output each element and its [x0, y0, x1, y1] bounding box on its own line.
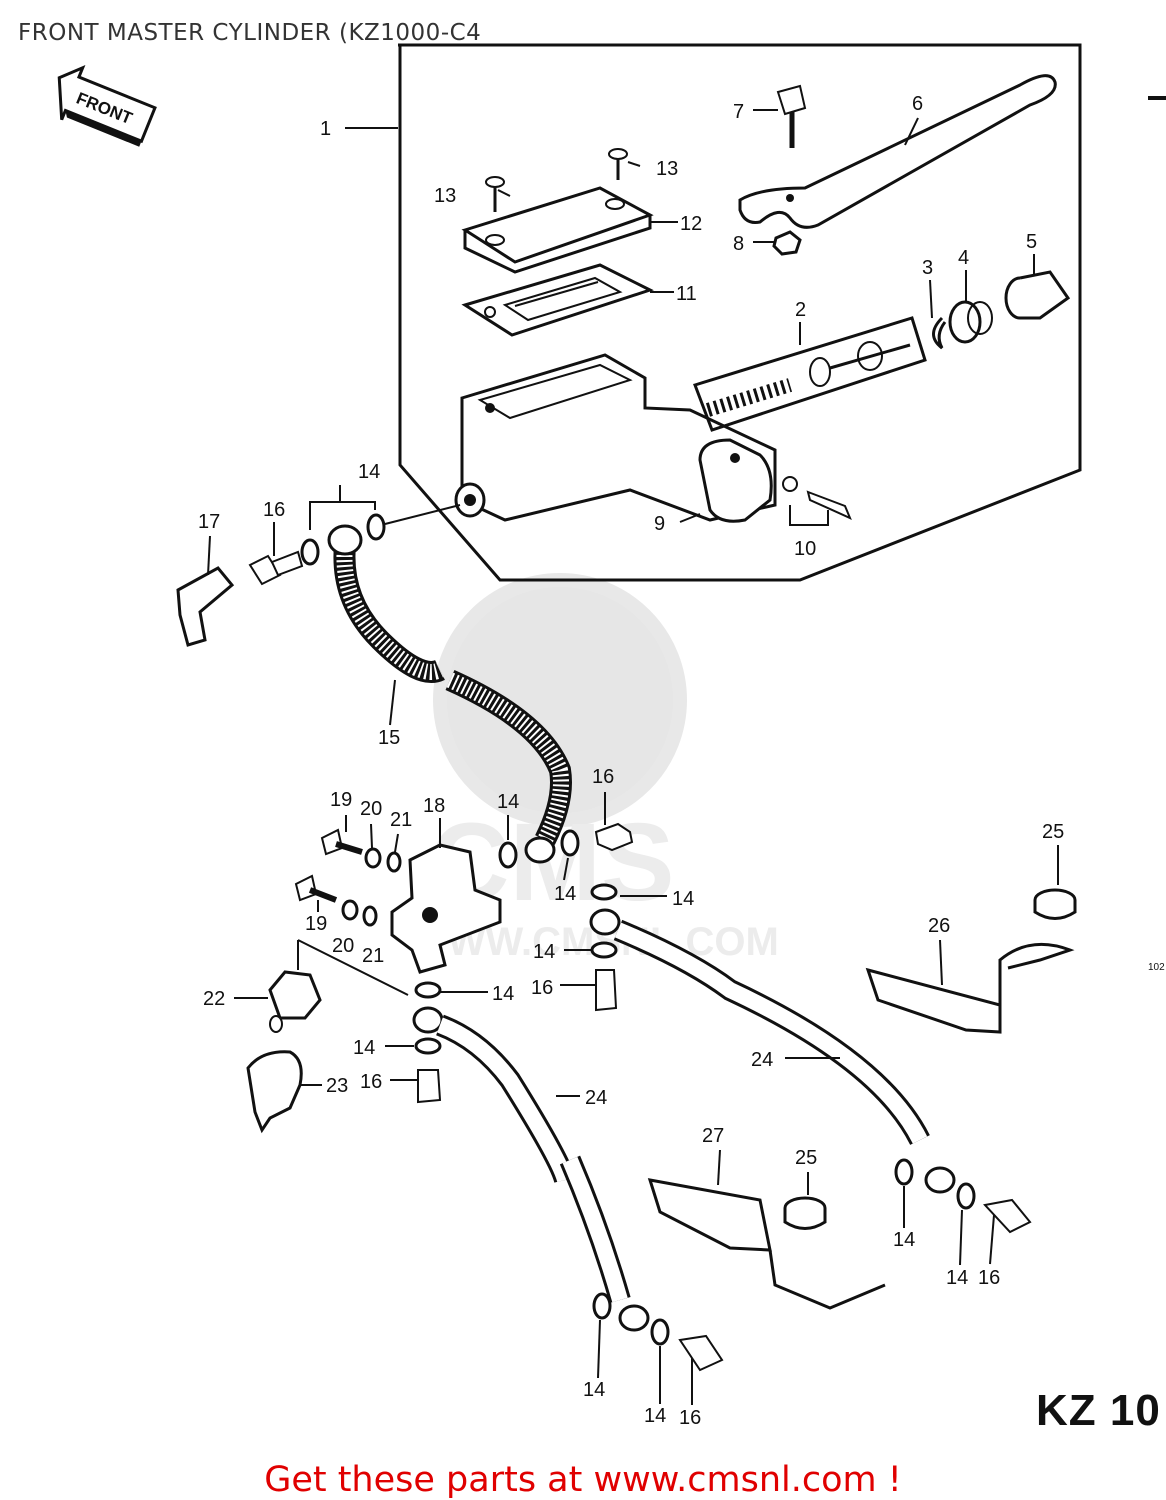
- callout-7: 7: [733, 101, 744, 123]
- callout-24: 24: [585, 1087, 607, 1109]
- callout-13: 13: [434, 185, 456, 207]
- pivot-nut: [772, 230, 802, 256]
- banjo-bolt: [248, 550, 304, 586]
- hose-bracket: [865, 942, 1075, 1034]
- callout-16: 16: [592, 766, 614, 788]
- callout-14: 14: [672, 888, 694, 910]
- callout-8: 8: [733, 233, 744, 255]
- sealing-washer: [300, 538, 320, 566]
- banjo-bolt: [983, 1198, 1032, 1234]
- callout-16: 16: [360, 1071, 382, 1093]
- callout-23: 23: [326, 1075, 348, 1097]
- callout-16: 16: [978, 1267, 1000, 1289]
- model-label: KZ 10: [1036, 1386, 1161, 1435]
- lower-brake-hose-right: [589, 908, 956, 1194]
- handlebar-clamp: [698, 438, 773, 523]
- callout-26: 26: [928, 915, 950, 937]
- banjo-bolt: [594, 822, 634, 852]
- callout-17: 17: [198, 511, 220, 533]
- leader-lines: [207, 109, 1059, 1405]
- callout-14: 14: [497, 791, 519, 813]
- callout-1: 1: [320, 118, 331, 140]
- callout-16: 16: [531, 977, 553, 999]
- callout-19: 19: [330, 789, 352, 811]
- pushrod-sleeve: [1004, 270, 1071, 320]
- hose-bracket: [647, 1178, 886, 1310]
- callout-20: 20: [360, 798, 382, 820]
- callout-labels: 1 2 3 4 5 6 7 8 9 10 11 12 13 13 14 14 1…: [198, 93, 1064, 1429]
- upper-brake-hose: [327, 524, 572, 864]
- callout-14: 14: [583, 1379, 605, 1401]
- callout-18: 18: [423, 795, 445, 817]
- sealing-washer: [366, 513, 386, 541]
- dust-boot: [948, 300, 993, 344]
- clamp-bolt: [782, 476, 852, 520]
- callout-21: 21: [362, 945, 384, 967]
- callout-22: 22: [203, 988, 225, 1010]
- callout-2: 2: [795, 299, 806, 321]
- callout-14: 14: [358, 461, 380, 483]
- grommet: [783, 1196, 827, 1230]
- joint-bolt: [294, 874, 338, 903]
- callout-14: 14: [492, 983, 514, 1005]
- callout-27: 27: [702, 1125, 724, 1147]
- callout-9: 9: [654, 513, 665, 535]
- callout-20: 20: [332, 935, 354, 957]
- callout-14: 14: [353, 1037, 375, 1059]
- diaphragm: [461, 263, 654, 337]
- callout-16: 16: [679, 1407, 701, 1429]
- sealing-washer: [560, 829, 580, 857]
- callout-13: 13: [656, 158, 678, 180]
- banjo-bolt-cover: [176, 566, 235, 647]
- callout-4: 4: [958, 247, 969, 269]
- cap-screw: [485, 176, 505, 212]
- grommet: [1033, 888, 1077, 920]
- callout-5: 5: [1026, 231, 1037, 253]
- switch-cover: [246, 1050, 303, 1134]
- callout-19: 19: [305, 913, 327, 935]
- callout-16: 16: [263, 499, 285, 521]
- cap-screw: [608, 148, 628, 180]
- pivot-bolt: [776, 84, 807, 148]
- callout-11: 11: [676, 283, 697, 305]
- three-way-joint: [390, 843, 502, 974]
- callout-6: 6: [912, 93, 923, 115]
- callout-24: 24: [751, 1049, 773, 1071]
- assembly-outline: [398, 43, 1082, 582]
- brake-lever: [738, 74, 1057, 229]
- page-title: FRONT MASTER CYLINDER (KZ1000-C4: [18, 20, 482, 46]
- callout-10: 10: [794, 538, 816, 560]
- callout-14: 14: [644, 1405, 666, 1427]
- callout-15: 15: [378, 727, 400, 749]
- brake-light-switch: [268, 970, 322, 1033]
- callout-21: 21: [390, 809, 412, 831]
- circlip: [932, 316, 947, 350]
- callout-14: 14: [893, 1229, 915, 1251]
- callout-3: 3: [922, 257, 933, 279]
- reservoir-cap: [461, 186, 654, 274]
- callout-14: 14: [533, 941, 555, 963]
- lower-brake-hose-left: [412, 1006, 650, 1332]
- callout-25: 25: [1042, 821, 1064, 843]
- callout-14: 14: [554, 883, 576, 905]
- joint-bolt: [320, 828, 363, 856]
- banjo-bolt: [417, 1069, 442, 1104]
- diagram-code: 102: [1148, 962, 1165, 973]
- banjo-bolt: [595, 969, 618, 1012]
- callout-14: 14: [946, 1267, 968, 1289]
- piston-assembly: [693, 316, 927, 432]
- callout-12: 12: [680, 213, 702, 235]
- front-arrow-icon: FRONT: [57, 65, 157, 147]
- callout-25: 25: [795, 1147, 817, 1169]
- banjo-bolt: [678, 1334, 724, 1372]
- sealing-washer: [498, 841, 518, 869]
- footer-link[interactable]: Get these parts at www.cmsnl.com !: [264, 1460, 902, 1500]
- master-cylinder-body: [454, 353, 777, 522]
